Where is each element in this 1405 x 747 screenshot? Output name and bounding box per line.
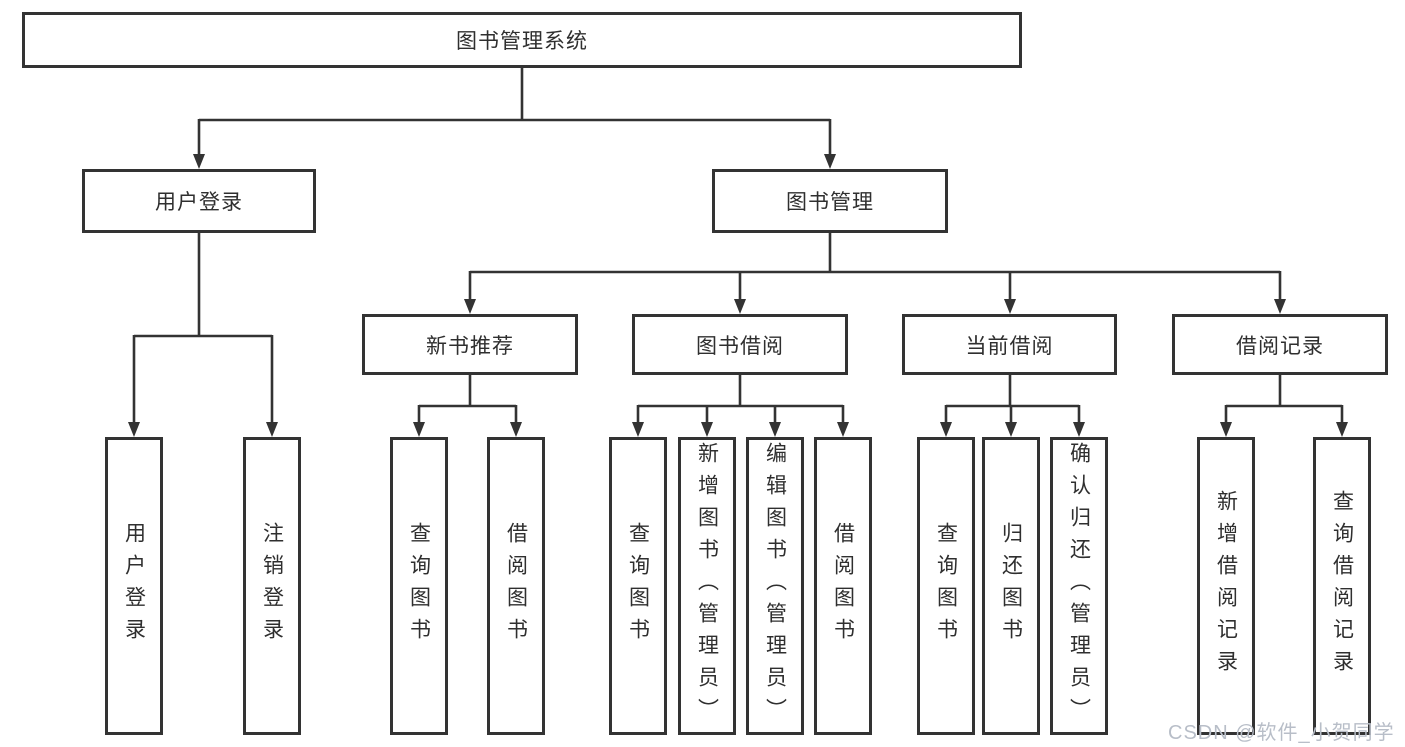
node-book-management: 图书管理 — [712, 169, 948, 233]
node-label: 归还图书 — [999, 522, 1023, 650]
node-label: 图书管理 — [786, 191, 874, 214]
node-label: 查询图书 — [626, 522, 650, 650]
node-label: 借阅图书 — [831, 522, 855, 650]
leaf-user-login: 用户登录 — [105, 437, 163, 735]
connector-book-borrowing-to-leaves — [632, 375, 849, 437]
node-label: 借阅图书 — [504, 522, 528, 650]
leaf-borrow-books-borrowing: 借阅图书 — [814, 437, 872, 735]
node-label: 图书管理系统 — [456, 30, 588, 53]
leaf-edit-books-admin: 编辑图书（管理员） — [746, 437, 804, 735]
leaf-add-books-admin: 新增图书（管理员） — [678, 437, 736, 735]
connector-root-to-level2 — [193, 68, 836, 169]
node-book-borrowing: 图书借阅 — [632, 314, 848, 375]
node-label: 用户登录 — [155, 191, 243, 214]
leaf-borrow-books-recommendation: 借阅图书 — [487, 437, 545, 735]
leaf-query-books-current: 查询图书 — [917, 437, 975, 735]
node-label: 编辑图书（管理员） — [763, 442, 787, 730]
node-label: 新增借阅记录 — [1214, 490, 1238, 682]
node-current-borrowing: 当前借阅 — [902, 314, 1117, 375]
leaf-query-books-borrowing: 查询图书 — [609, 437, 667, 735]
connector-borrowing-records-to-leaves — [1220, 375, 1348, 437]
leaf-logout: 注销登录 — [243, 437, 301, 735]
connector-user-login-to-leaves — [128, 233, 278, 437]
node-label: 查询图书 — [934, 522, 958, 650]
leaf-query-books-recommendation: 查询图书 — [390, 437, 448, 735]
node-label: 用户登录 — [122, 522, 146, 650]
node-label: 图书借阅 — [696, 334, 784, 358]
node-label: 新书推荐 — [426, 334, 514, 358]
node-label: 借阅记录 — [1236, 334, 1324, 358]
leaf-query-borrowing-record: 查询借阅记录 — [1313, 437, 1371, 735]
node-new-book-recommendation: 新书推荐 — [362, 314, 578, 375]
csdn-watermark: CSDN @软件_小贺同学 — [1168, 722, 1395, 744]
node-label: 注销登录 — [260, 522, 284, 650]
connector-current-borrowing-to-leaves — [940, 375, 1085, 437]
node-label: 确认归还（管理员） — [1067, 442, 1091, 730]
leaf-confirm-return-admin: 确认归还（管理员） — [1050, 437, 1108, 735]
node-user-login: 用户登录 — [82, 169, 316, 233]
node-label: 当前借阅 — [965, 334, 1054, 358]
node-library-management-system: 图书管理系统 — [22, 12, 1022, 68]
node-label: 新增图书（管理员） — [695, 442, 719, 730]
leaf-return-books: 归还图书 — [982, 437, 1040, 735]
connector-book-management-to-level3 — [464, 233, 1286, 314]
node-label: 查询图书 — [407, 522, 431, 650]
connector-new-book-recommendation-to-leaves — [413, 375, 522, 437]
node-label: 查询借阅记录 — [1330, 490, 1354, 682]
node-borrowing-records: 借阅记录 — [1172, 314, 1388, 375]
leaf-add-borrowing-record: 新增借阅记录 — [1197, 437, 1255, 735]
